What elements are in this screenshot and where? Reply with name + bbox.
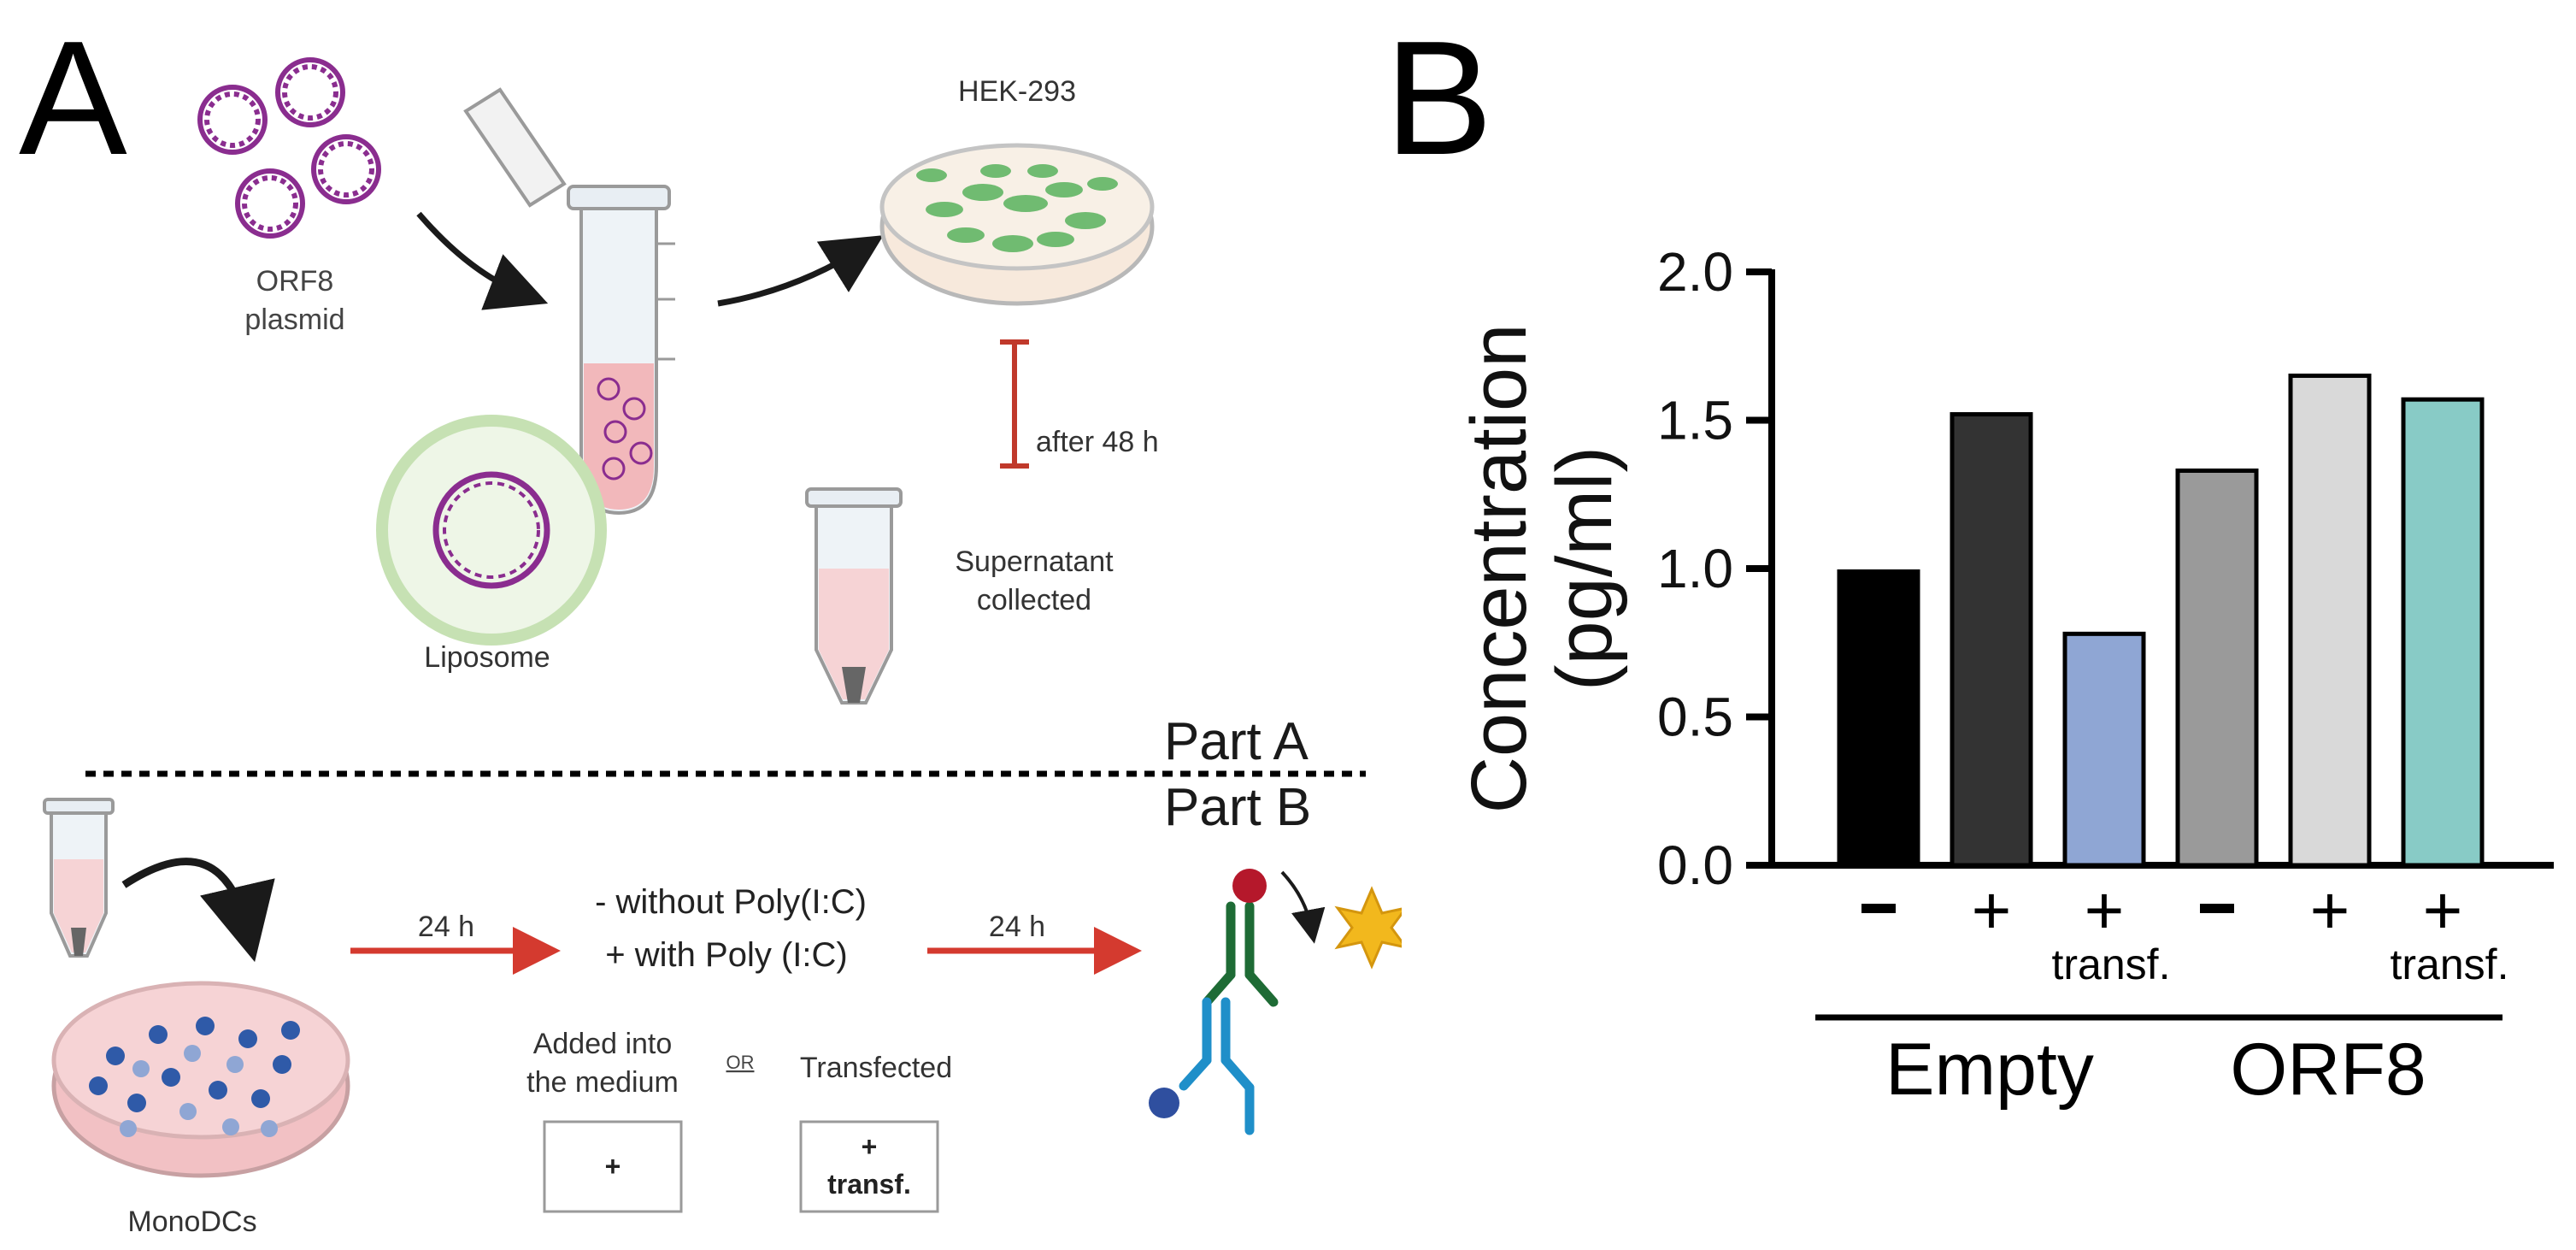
y-axis-title-line1: Concentration [1456, 324, 1543, 814]
signal-star-icon [1334, 886, 1402, 970]
transfected-label: Transfected [800, 1052, 952, 1084]
added-label-line1: Added into [533, 1028, 673, 1060]
or-label: OR [726, 1052, 755, 1073]
arrow-plasmid-to-tube [416, 211, 549, 310]
reaction-arrow [1280, 870, 1326, 944]
category-label: + [2423, 872, 2463, 948]
y-axis-title-line2: (pg/ml) [1541, 446, 1628, 691]
category-minus-label [1861, 904, 1896, 913]
condition-without: - without Poly(I:C) [595, 883, 867, 921]
plasmid-icon [235, 168, 305, 239]
panel-a-schematic: ORF8 plasmid Liposome HEK- [43, 57, 1402, 1238]
transfection-tube [463, 87, 675, 516]
y-tick-label: 1.5 [1657, 390, 1733, 451]
second-time-label: 24 h [989, 911, 1045, 943]
liposome-label: Liposome [424, 641, 550, 674]
incubation-bracket [1000, 339, 1029, 469]
supernatant-label-line1: Supernatant [955, 545, 1114, 578]
plasmid-icons [197, 57, 381, 239]
category-label: + [2085, 872, 2125, 948]
first-time-label: 24 h [418, 911, 474, 943]
plasmid-icon [275, 57, 345, 127]
group-label: ORF8 [2230, 1029, 2426, 1111]
plasmid-icon [197, 85, 268, 155]
y-tick-label: 1.0 [1657, 538, 1733, 599]
added-box-label: + [605, 1151, 621, 1182]
bar [1950, 412, 2033, 868]
monodcs-label: MonoDCs [127, 1206, 256, 1238]
plasmid-label-line1: ORF8 [256, 265, 334, 298]
group-label: Empty [1885, 1029, 2094, 1111]
category-label: + [1972, 872, 2012, 948]
liposome-icon [376, 415, 607, 646]
panel-a-letter: A [19, 8, 127, 189]
transfected-box-line1: + [862, 1131, 878, 1162]
y-tick-label: 0.5 [1657, 687, 1733, 748]
bar [2175, 468, 2259, 868]
transfected-box [799, 1120, 939, 1213]
supernatant-tube [805, 487, 903, 705]
bar [2401, 397, 2485, 868]
category-label: + [2310, 872, 2350, 948]
detection-bead-icon [1149, 1088, 1179, 1118]
supernatant-tube-part-b [43, 798, 115, 958]
transfected-box-line2: transf. [827, 1169, 911, 1200]
antigen-icon [1232, 869, 1267, 903]
category-sublabel: transf. [2391, 940, 2509, 988]
panel-b-letter: B [1385, 8, 1493, 189]
bar [1837, 569, 1920, 868]
plasmid-label-line2: plasmid [244, 304, 344, 336]
part-a-label: Part A [1164, 712, 1309, 771]
category-sublabel: transf. [2052, 940, 2171, 988]
monodcs-culture-dish [51, 981, 350, 1178]
arrow-tube-to-monodcs [121, 858, 275, 963]
condition-with: + with Poly (I:C) [605, 936, 847, 974]
y-tick-label: 2.0 [1657, 241, 1733, 303]
added-label-line2: the medium [526, 1066, 679, 1099]
elisa-antibody-icon [1179, 901, 1279, 1135]
hek293-culture-dish [879, 143, 1155, 306]
panel-b-bar-chart: Concentration(pg/ml)0.00.51.01.52.0++tra… [1456, 241, 2554, 1111]
y-tick-label: 0.0 [1657, 834, 1733, 896]
arrow-tube-to-dish [717, 235, 884, 307]
bar [2288, 373, 2372, 868]
incubation-label: after 48 h [1036, 426, 1159, 458]
cell-line-label: HEK-293 [958, 75, 1076, 108]
plasmid-icon [311, 134, 381, 204]
bar [2062, 631, 2146, 868]
category-minus-label [2200, 904, 2234, 913]
added-box [543, 1120, 683, 1213]
supernatant-label-line2: collected [977, 584, 1091, 616]
part-b-label: Part B [1164, 778, 1311, 837]
